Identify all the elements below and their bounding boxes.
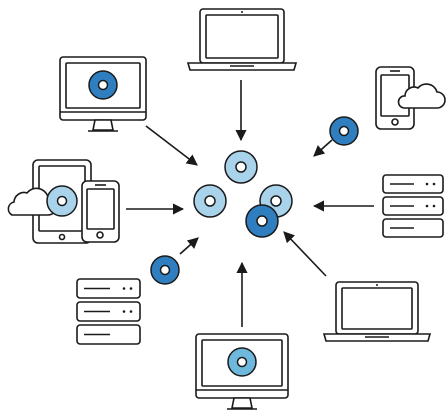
node-server-right bbox=[382, 174, 444, 238]
node-server-bottom-left bbox=[76, 278, 141, 345]
cloud-icon bbox=[397, 83, 446, 109]
disc-icon bbox=[88, 70, 118, 100]
disc-icon bbox=[150, 255, 180, 285]
disc-icon bbox=[193, 184, 227, 218]
disc-icon bbox=[224, 150, 258, 184]
laptop-icon bbox=[186, 8, 298, 71]
phone-icon bbox=[81, 180, 120, 243]
disc-icon bbox=[227, 347, 257, 377]
arrow-from-monitor-top-left bbox=[145, 125, 198, 166]
disc-cluster-icon bbox=[193, 150, 293, 238]
node-laptop-top bbox=[186, 8, 298, 71]
node-phone-cloud-top-right bbox=[375, 66, 446, 130]
arrows bbox=[126, 80, 374, 327]
node-tablet-phone-cloud-left bbox=[7, 159, 120, 244]
arrow-from-laptop-bottom-right bbox=[283, 231, 327, 277]
node-monitor-top-left bbox=[59, 56, 147, 132]
node-monitor-bottom bbox=[195, 333, 289, 410]
laptop-icon bbox=[322, 281, 432, 342]
server-icon bbox=[382, 174, 444, 238]
node-laptop-bottom-right bbox=[322, 281, 432, 342]
disc-icon bbox=[329, 116, 359, 146]
arrow-from-phone-top-right bbox=[313, 139, 333, 157]
disc-icon bbox=[245, 204, 279, 238]
arrow-from-server-bottom-left bbox=[179, 237, 199, 255]
server-icon bbox=[76, 278, 141, 345]
disc-icon bbox=[46, 185, 78, 217]
